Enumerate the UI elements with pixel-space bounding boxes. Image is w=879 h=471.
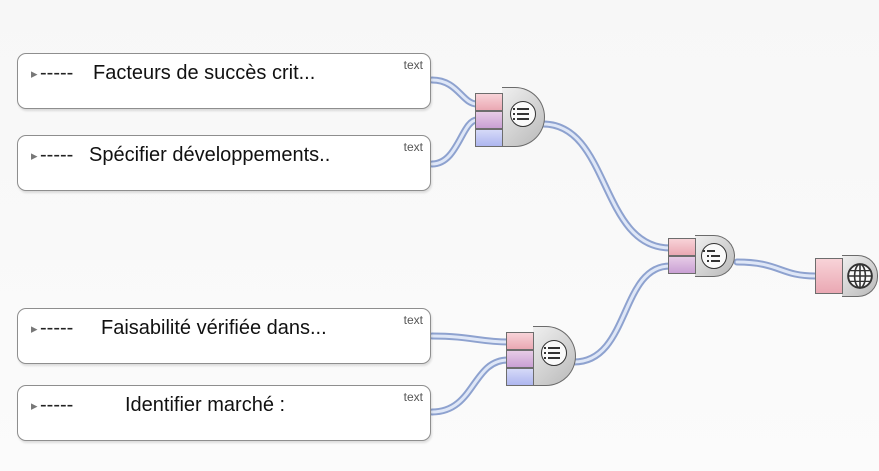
branch-dashes: ----- <box>40 317 74 339</box>
connector-g2-g3 <box>570 262 674 366</box>
input-port-pink[interactable] <box>815 258 843 294</box>
input-port-violet[interactable] <box>668 256 696 274</box>
merge-gate-2[interactable] <box>506 326 578 386</box>
topic-node-faisabilite[interactable]: ▸ ----- Faisabilité vérifiée dans... tex… <box>17 308 431 364</box>
topic-label: Identifier marché : <box>125 394 286 416</box>
list-circle-icon <box>510 101 536 127</box>
topic-type-tag: text <box>403 58 423 72</box>
list-circle-icon <box>541 340 567 366</box>
branch-dashes: ----- <box>40 62 74 84</box>
expand-triangle-icon[interactable]: ▸ <box>31 67 38 82</box>
topic-label: Faisabilité vérifiée dans... <box>101 317 327 339</box>
input-port-pink[interactable] <box>475 93 503 111</box>
connector-n2-g1 <box>428 116 481 168</box>
branch-dashes: ----- <box>40 394 74 416</box>
merge-gate-3[interactable] <box>668 235 740 277</box>
input-port-violet[interactable] <box>475 111 503 129</box>
input-port-blue[interactable] <box>506 368 534 386</box>
topic-label: Facteurs de succès crit... <box>93 62 316 84</box>
indent-list-circle-icon <box>701 243 727 269</box>
input-port-blue[interactable] <box>475 129 503 147</box>
merge-gate-1[interactable] <box>475 87 547 147</box>
connector-n1-g1 <box>428 76 481 108</box>
topic-type-tag: text <box>403 140 423 154</box>
topic-node-facteurs[interactable]: ▸ ----- Facteurs de succès crit... text <box>17 53 431 109</box>
branch-dashes: ----- <box>40 144 74 166</box>
topic-type-tag: text <box>403 313 423 327</box>
expand-triangle-icon[interactable]: ▸ <box>31 399 38 414</box>
input-port-violet[interactable] <box>506 350 534 368</box>
globe-grid-icon <box>847 263 873 289</box>
topic-node-specifier[interactable]: ▸ ----- Spécifier développements.. text <box>17 135 431 191</box>
expand-triangle-icon[interactable]: ▸ <box>31 149 38 164</box>
connector-n4-g2 <box>428 356 512 416</box>
input-port-pink[interactable] <box>506 332 534 350</box>
topic-label: Spécifier développements.. <box>89 144 331 166</box>
topic-type-tag: text <box>403 390 423 404</box>
root-topic-gate[interactable] <box>815 255 879 297</box>
expand-triangle-icon[interactable]: ▸ <box>31 322 38 337</box>
input-port-pink[interactable] <box>668 238 696 256</box>
topic-node-identifier[interactable]: ▸ ----- Identifier marché : text <box>17 385 431 441</box>
